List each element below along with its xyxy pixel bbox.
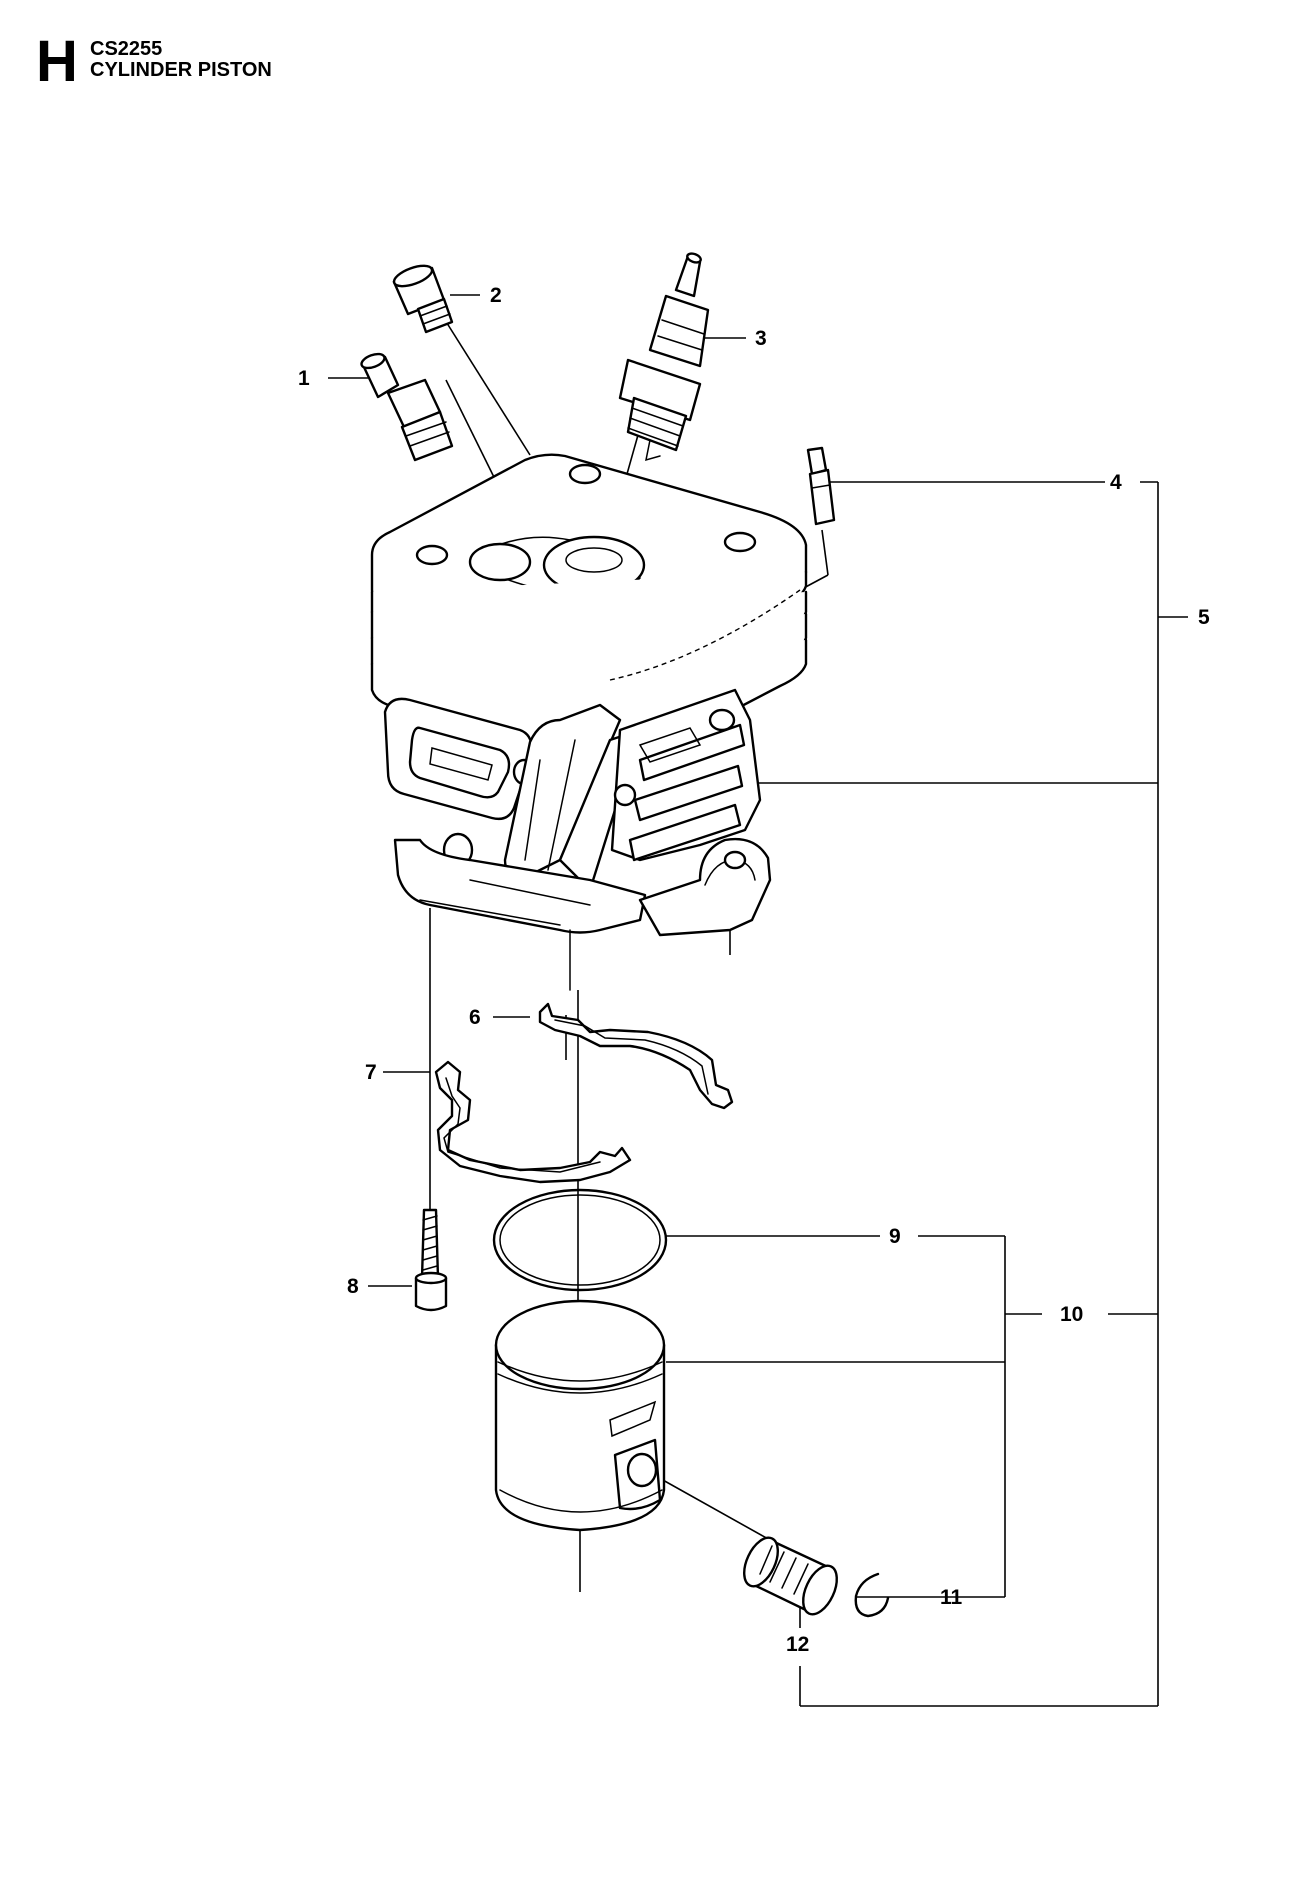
impulse-nipple <box>806 446 836 526</box>
needle-bearing <box>743 1536 838 1616</box>
callout-2: 2 <box>490 284 502 307</box>
page-title: CYLINDER PISTON <box>90 59 272 81</box>
cylinder-plug <box>392 264 454 334</box>
callout-9: 9 <box>889 1225 901 1248</box>
callout-11: 11 <box>940 1586 963 1609</box>
model-code: CS2255 <box>90 38 163 60</box>
callout-labels: 1 2 3 4 5 6 7 8 9 10 11 12 <box>298 284 1210 1656</box>
cylinder-gasket <box>538 1002 734 1110</box>
callout-10: 10 <box>1060 1303 1083 1326</box>
leader-lines <box>328 294 1188 1707</box>
callout-6: 6 <box>469 1006 481 1029</box>
cylinder <box>370 453 808 991</box>
callout-3: 3 <box>755 327 767 350</box>
base-gasket <box>434 1060 632 1184</box>
circlip <box>854 1572 890 1618</box>
piston-ring <box>492 1188 668 1292</box>
callout-8: 8 <box>347 1275 359 1298</box>
page-header: H CS2255 CYLINDER PISTON <box>36 32 436 96</box>
callout-5: 5 <box>1198 606 1210 629</box>
piston <box>494 1299 666 1532</box>
section-letter: H <box>36 29 78 94</box>
callout-7: 7 <box>365 1061 377 1084</box>
callout-12: 12 <box>786 1633 809 1656</box>
spark-plug <box>618 252 710 462</box>
cylinder-bolt <box>414 1208 448 1312</box>
callout-1: 1 <box>298 367 310 390</box>
decompression-valve <box>360 352 454 462</box>
callout-4: 4 <box>1110 471 1122 494</box>
